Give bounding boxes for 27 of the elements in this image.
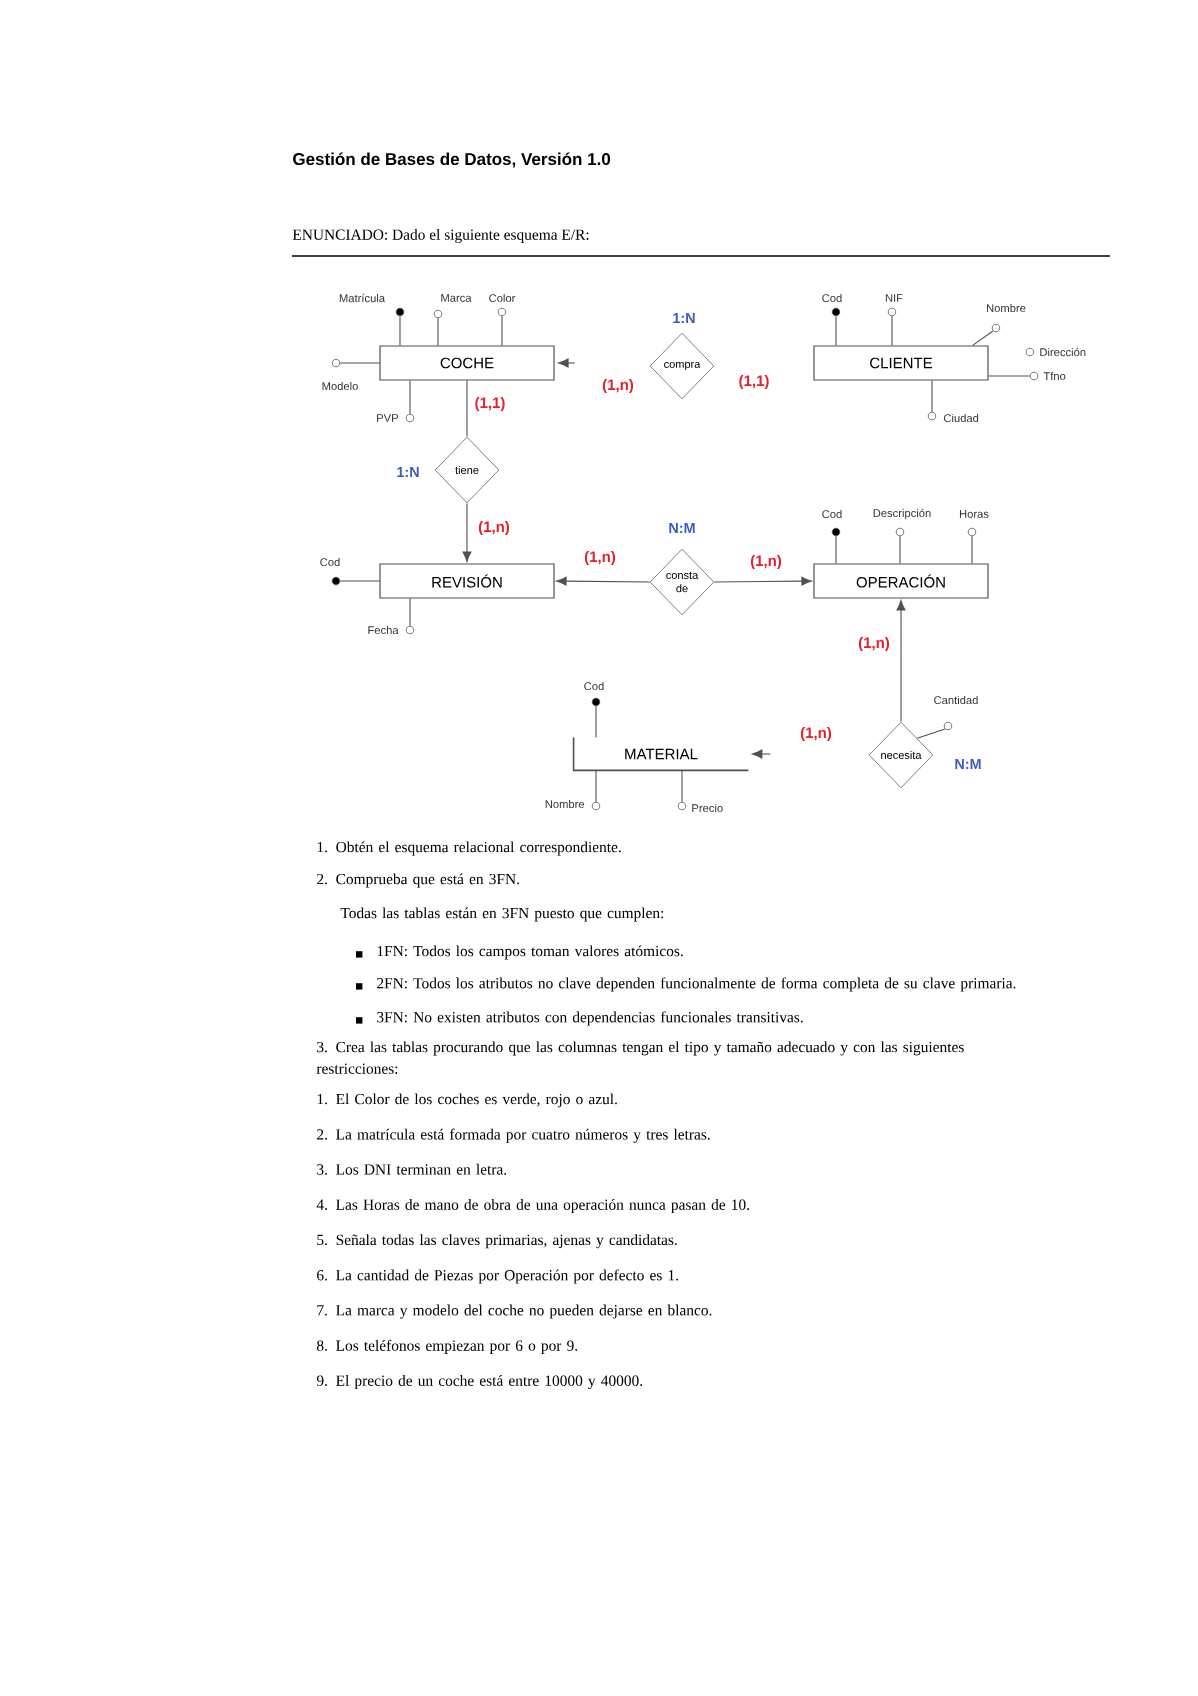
connector-line (339, 362, 380, 364)
connector-line (971, 535, 973, 564)
arrow (558, 358, 576, 368)
connector-line (595, 769, 597, 803)
connector-line (595, 705, 597, 739)
connector-line (988, 375, 1031, 377)
page-title: Gestión de Bases de Datos, Versión 1.0 (293, 152, 611, 168)
connector-line (972, 330, 994, 346)
connector-line (466, 380, 468, 438)
connector-line (681, 769, 683, 803)
arrow (713, 576, 812, 586)
connector-line (501, 315, 503, 346)
connector-line (899, 535, 901, 564)
arrow (896, 600, 906, 723)
connector-line (916, 728, 946, 739)
arrow (751, 749, 771, 759)
connector-line (399, 315, 401, 346)
connector-line (931, 380, 933, 413)
arrow (556, 576, 651, 586)
connector-line (437, 317, 439, 346)
connector-line (835, 315, 837, 346)
connector-line (339, 580, 380, 582)
connector-line (409, 380, 411, 415)
connector-line (409, 598, 411, 627)
connector-line (891, 315, 893, 346)
connector-line (835, 535, 837, 564)
arrow (462, 502, 472, 562)
